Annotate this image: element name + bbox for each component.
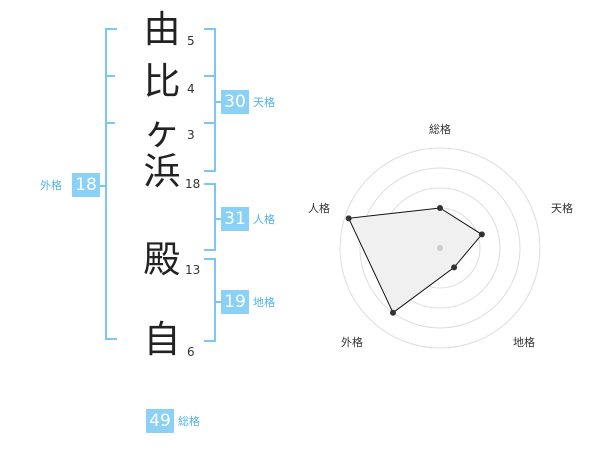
tenkaku-badge: 30	[221, 90, 249, 114]
gaikaku-bracket	[105, 28, 117, 340]
name-char-6: 自	[143, 318, 181, 361]
jinkaku-bracket	[204, 183, 216, 251]
gaikaku-badge: 18	[72, 173, 100, 197]
radar-label-tenkaku: 天格	[551, 201, 573, 215]
radar-ring-1	[339, 147, 541, 349]
name-char-2: 比	[143, 60, 181, 103]
radar-label-soukaku: 総格	[429, 122, 451, 136]
soukaku-badge: 49	[146, 409, 174, 433]
radar-point-1	[437, 205, 443, 211]
stroke-count-5: 13	[185, 263, 201, 277]
radar-label-chikaku: 地格	[513, 335, 535, 349]
radar-point-3	[451, 264, 458, 271]
name-char-1: 由	[143, 8, 181, 51]
chikaku-bracket	[204, 258, 216, 342]
chikaku-badge: 19	[221, 290, 249, 314]
radar-points	[345, 205, 485, 316]
chikaku-label: 地格	[253, 296, 275, 309]
jinkaku-badge: 31	[221, 207, 249, 231]
tenkaku-label: 天格	[253, 96, 275, 109]
gaikaku-tick-2	[105, 122, 115, 124]
gaikaku-label: 外格	[40, 179, 62, 192]
stroke-count-1: 5	[187, 34, 195, 48]
gaikaku-connector	[95, 185, 105, 187]
tenkaku-connector	[214, 101, 224, 103]
radar-center-dot	[437, 245, 443, 251]
jinkaku-label: 人格	[253, 213, 275, 226]
soukaku-label: 総格	[178, 415, 200, 428]
radar-label-gaikaku: 外格	[341, 335, 363, 349]
stroke-count-4: 18	[185, 177, 201, 191]
name-char-3: ヶ	[143, 110, 181, 153]
name-char-4: 浜	[143, 150, 181, 193]
gaikaku-tick-1	[105, 75, 115, 77]
radar-point-2	[478, 231, 485, 238]
name-char-5: 殿	[143, 238, 181, 281]
stroke-count-3: 3	[187, 128, 195, 142]
tenkaku-tick-1	[204, 75, 214, 77]
tenkaku-tick-2	[204, 122, 214, 124]
radar-point-5	[345, 215, 352, 222]
radar-area	[347, 207, 483, 314]
radar-point-4	[389, 309, 396, 316]
stroke-count-6: 6	[187, 345, 195, 359]
chikaku-connector	[214, 301, 224, 303]
radar-label-jinkaku: 人格	[308, 201, 330, 215]
jinkaku-connector	[214, 218, 224, 220]
tenkaku-bracket	[204, 28, 216, 172]
radar-ring-2	[359, 167, 521, 329]
stroke-count-2: 4	[187, 82, 195, 96]
